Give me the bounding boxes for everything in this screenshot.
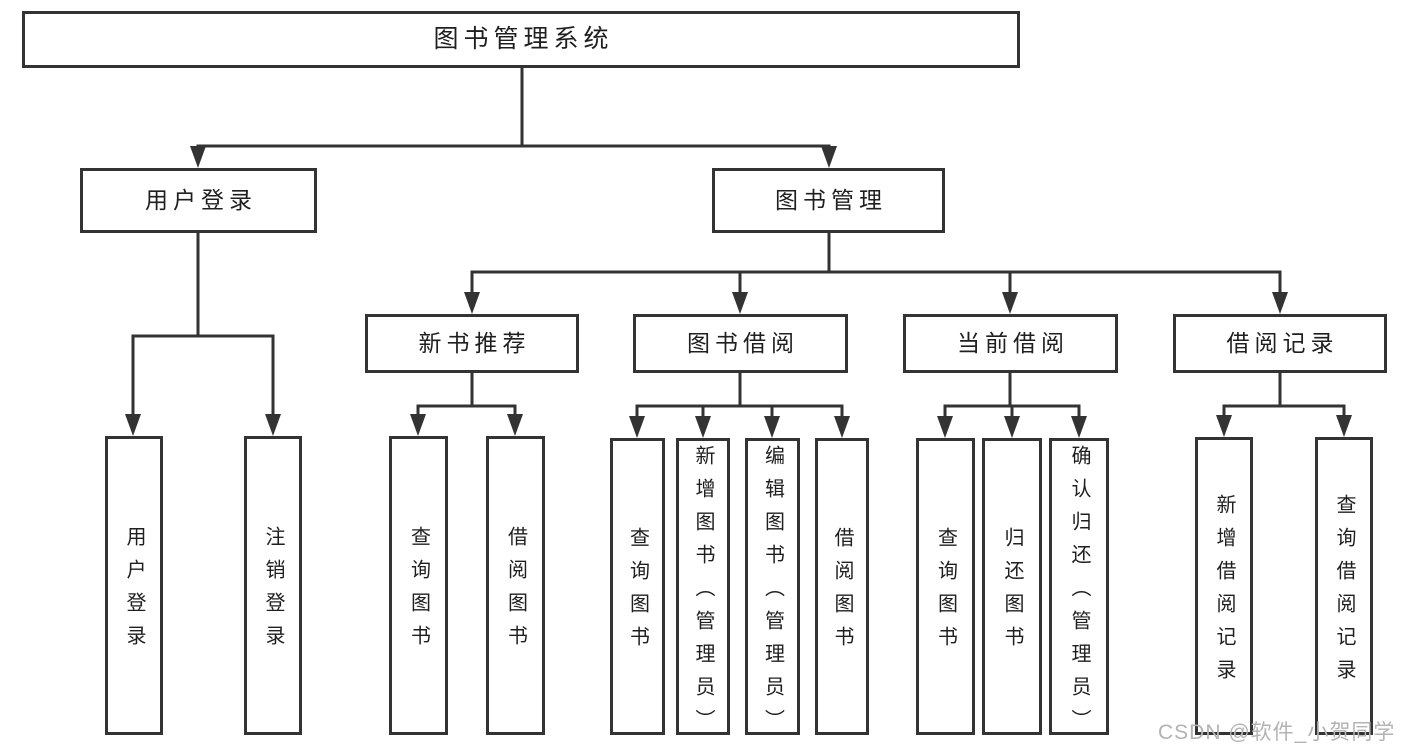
leaf-query-books-current: 查询图书 — [916, 438, 975, 735]
node-book-borrow-label: 图书借阅 — [687, 330, 799, 356]
leaf-borrow-books-label: 借阅图书 — [831, 527, 853, 659]
node-root: 图书管理系统 — [22, 11, 1020, 68]
leaf-query-books-recommend-label: 查询图书 — [407, 526, 430, 658]
leaf-return-books: 归还图书 — [982, 438, 1042, 735]
node-root-label: 图书管理系统 — [433, 25, 614, 53]
node-new-book-recommend-label: 新书推荐 — [418, 330, 531, 356]
leaf-edit-book-admin: 编辑图书（管理员） — [745, 438, 800, 742]
node-user-login-label: 用户登录 — [145, 187, 257, 213]
node-book-management: 图书管理 — [712, 168, 945, 233]
node-borrow-records: 借阅记录 — [1173, 314, 1387, 373]
leaf-user-login: 用户登录 — [105, 436, 163, 735]
leaf-query-books-borrow: 查询图书 — [610, 438, 665, 735]
watermark: CSDN @软件_小贺同学 — [1158, 721, 1396, 744]
leaf-borrow-books: 借阅图书 — [815, 438, 869, 735]
node-user-login: 用户登录 — [80, 168, 317, 233]
leaf-query-borrow-record-label: 查询借阅记录 — [1333, 493, 1355, 692]
leaf-confirm-return-admin: 确认归还（管理员） — [1049, 438, 1109, 742]
leaf-user-login-label: 用户登录 — [123, 526, 145, 658]
leaf-confirm-return-admin-label: 确认归还（管理员） — [1068, 444, 1090, 742]
leaf-query-books-recommend: 查询图书 — [389, 436, 448, 735]
leaf-add-borrow-record-label: 新增借阅记录 — [1213, 493, 1235, 692]
leaf-query-books-borrow-label: 查询图书 — [626, 527, 649, 659]
node-book-management-label: 图书管理 — [775, 187, 887, 213]
leaf-add-book-admin: 新增图书（管理员） — [676, 438, 730, 742]
leaf-logout: 注销登录 — [244, 436, 302, 735]
leaf-query-books-current-label: 查询图书 — [934, 527, 957, 659]
node-new-book-recommend: 新书推荐 — [365, 314, 579, 373]
leaf-add-borrow-record: 新增借阅记录 — [1195, 437, 1253, 735]
node-borrow-records-label: 借阅记录 — [1226, 330, 1339, 356]
leaf-add-book-admin-label: 新增图书（管理员） — [692, 444, 714, 742]
node-current-borrow-label: 当前借阅 — [957, 330, 1069, 356]
leaf-return-books-label: 归还图书 — [1001, 527, 1023, 659]
node-current-borrow: 当前借阅 — [903, 314, 1118, 373]
leaf-query-borrow-record: 查询借阅记录 — [1315, 437, 1373, 735]
leaf-logout-label: 注销登录 — [262, 526, 284, 658]
arrowhead-icons — [125, 146, 1352, 438]
leaf-borrow-books-recommend-label: 借阅图书 — [504, 526, 527, 658]
leaf-edit-book-admin-label: 编辑图书（管理员） — [761, 444, 784, 742]
leaf-borrow-books-recommend: 借阅图书 — [486, 436, 545, 735]
node-book-borrow: 图书借阅 — [633, 314, 848, 373]
